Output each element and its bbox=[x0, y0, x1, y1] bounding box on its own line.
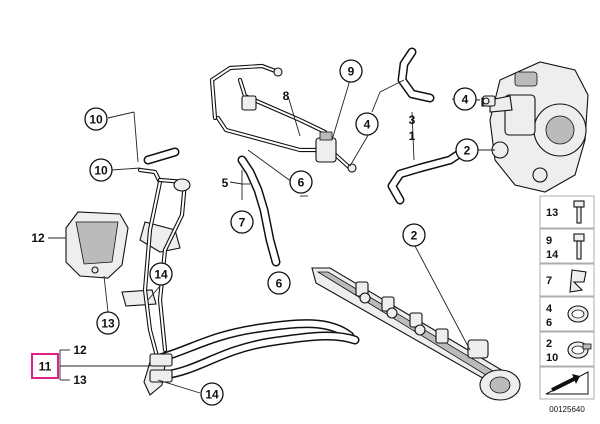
svg-text:7: 7 bbox=[239, 216, 246, 230]
callout-10a[interactable]: 10 bbox=[84, 107, 108, 131]
pipe-bracket[interactable] bbox=[121, 221, 181, 396]
svg-text:10: 10 bbox=[94, 164, 108, 178]
legend-footer[interactable] bbox=[539, 366, 595, 400]
svg-text:14: 14 bbox=[546, 249, 559, 261]
banjo-bolt[interactable] bbox=[482, 95, 496, 107]
label-1[interactable]: 1 bbox=[409, 129, 416, 143]
hose-clamp-icon bbox=[567, 305, 589, 323]
svg-text:2: 2 bbox=[546, 338, 552, 350]
callout-9[interactable]: 9 bbox=[339, 59, 363, 83]
svg-text:14: 14 bbox=[154, 268, 168, 282]
svg-text:9: 9 bbox=[348, 65, 355, 79]
legend: 13 9 14 7 4 6 bbox=[539, 195, 595, 400]
heat-shield[interactable] bbox=[65, 211, 129, 279]
document-id: 00125640 bbox=[549, 405, 585, 414]
svg-text:13: 13 bbox=[546, 207, 558, 219]
callout-14a[interactable]: 14 bbox=[149, 262, 173, 286]
legend-item-4[interactable]: 4 6 bbox=[539, 296, 595, 332]
label-13b[interactable]: 13 bbox=[73, 373, 87, 387]
callout-11-highlighted[interactable]: 11 bbox=[31, 353, 59, 379]
svg-text:4: 4 bbox=[462, 93, 469, 107]
label-8[interactable]: 8 bbox=[283, 89, 290, 103]
callout-7[interactable]: 7 bbox=[230, 210, 254, 234]
leakage-pipe[interactable] bbox=[209, 63, 357, 173]
hose-3[interactable] bbox=[397, 47, 435, 103]
callout-14b[interactable]: 14 bbox=[200, 382, 224, 406]
callout-6a[interactable]: 6 bbox=[289, 170, 313, 194]
svg-text:6: 6 bbox=[276, 277, 283, 291]
hose-5[interactable] bbox=[237, 155, 281, 267]
bolt-icon bbox=[573, 200, 585, 224]
stud-bolt-icon bbox=[573, 233, 585, 260]
legend-item-1[interactable]: 13 bbox=[539, 195, 595, 229]
callout-6b[interactable]: 6 bbox=[267, 271, 291, 295]
svg-text:13: 13 bbox=[101, 317, 115, 331]
worm-clamp-icon bbox=[567, 341, 592, 359]
svg-text:6: 6 bbox=[298, 176, 305, 190]
svg-text:2: 2 bbox=[411, 229, 418, 243]
return-hoses[interactable] bbox=[149, 319, 360, 383]
high-pressure-pump[interactable] bbox=[481, 61, 589, 193]
svg-text:6: 6 bbox=[546, 317, 552, 329]
legend-item-5[interactable]: 2 10 bbox=[539, 331, 595, 367]
callout-13a[interactable]: 13 bbox=[96, 311, 120, 335]
label-3[interactable]: 3 bbox=[409, 113, 416, 127]
svg-text:10: 10 bbox=[546, 352, 558, 364]
callout-4b[interactable]: 4 bbox=[453, 87, 477, 111]
svg-text:2: 2 bbox=[464, 144, 471, 158]
callout-10b[interactable]: 10 bbox=[89, 158, 113, 182]
legend-item-3[interactable]: 7 bbox=[539, 263, 595, 297]
callout-2b[interactable]: 2 bbox=[402, 223, 426, 247]
svg-text:11: 11 bbox=[39, 360, 52, 374]
hose-1[interactable] bbox=[387, 145, 470, 205]
material-symbol-icon bbox=[545, 371, 589, 395]
label-12a[interactable]: 12 bbox=[31, 231, 45, 245]
svg-text:4: 4 bbox=[546, 303, 553, 315]
callout-2a[interactable]: 2 bbox=[455, 138, 479, 162]
label-5[interactable]: 5 bbox=[222, 176, 229, 190]
svg-text:10: 10 bbox=[89, 113, 103, 127]
callout-4a[interactable]: 4 bbox=[355, 112, 379, 136]
svg-text:14: 14 bbox=[205, 388, 219, 402]
svg-text:7: 7 bbox=[546, 275, 552, 287]
legend-item-2[interactable]: 9 14 bbox=[539, 228, 595, 264]
svg-text:4: 4 bbox=[364, 118, 371, 132]
label-12b[interactable]: 12 bbox=[73, 343, 87, 357]
svg-text:9: 9 bbox=[546, 235, 552, 247]
common-rail[interactable] bbox=[311, 267, 521, 401]
spring-clip-icon bbox=[569, 269, 587, 293]
fuel-pipes-left[interactable] bbox=[137, 147, 191, 363]
